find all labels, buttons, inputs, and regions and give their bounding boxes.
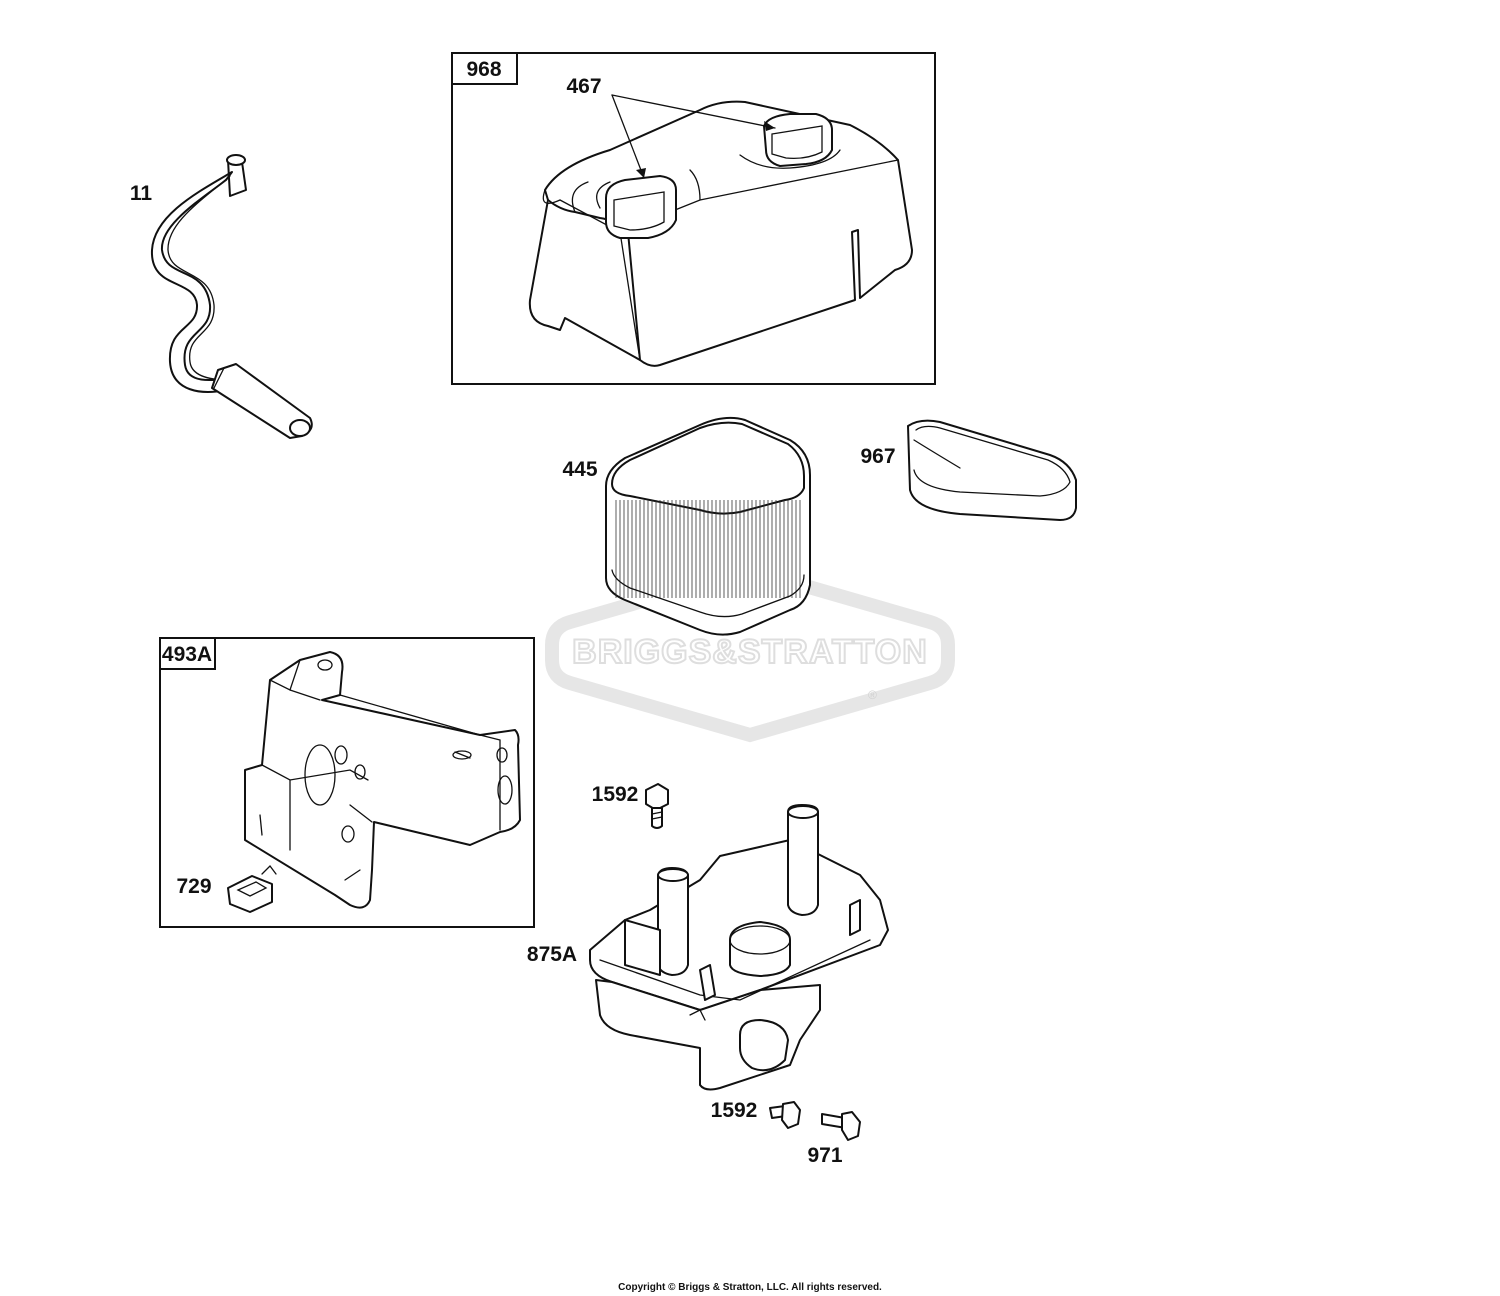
kit-968-label-box [451,52,518,85]
part-1592-screw-top[interactable]: 1592 [592,783,669,829]
label-1592-bottom: 1592 [711,1099,758,1122]
kit-493a-label-box [159,637,216,670]
label-971: 971 [807,1144,842,1167]
watermark-brand: BRIGGS&STRATTON [572,633,928,671]
part-729-clip[interactable]: 729 [176,865,277,913]
kit-968-frame [451,52,936,385]
label-875a: 875A [527,943,577,966]
kit-493a-frame [159,637,535,928]
part-967-pre-cleaner[interactable]: 967 [860,419,1077,521]
label-493a: 493A [162,643,212,666]
copyright-notice: Copyright © Briggs & Stratton, LLC. All … [618,1282,882,1293]
label-445: 445 [562,458,597,481]
part-11-breather-hose[interactable] [150,154,313,439]
label-968: 968 [466,58,501,81]
part-445-air-filter[interactable]: 445 [562,416,811,636]
watermark-registered: ® [868,688,877,702]
label-729: 729 [176,875,211,898]
part-971-bolt[interactable]: 971 [807,1111,861,1167]
part-968-air-cleaner-cover-kit[interactable]: 968 467 [451,52,936,385]
label-467: 467 [566,75,601,98]
label-11: 11 [130,182,153,205]
briggs-stratton-watermark: BRIGGS&STRATTON ® [545,562,955,743]
filter-pleats [615,500,801,598]
part-1592-screw-bottom[interactable]: 1592 [711,1099,801,1129]
label-1592-top: 1592 [592,783,639,806]
label-967: 967 [860,445,895,468]
part-875a-air-cleaner-base[interactable]: 875A [527,804,889,1091]
part-493a-bracket-kit[interactable]: 493A [159,637,535,928]
